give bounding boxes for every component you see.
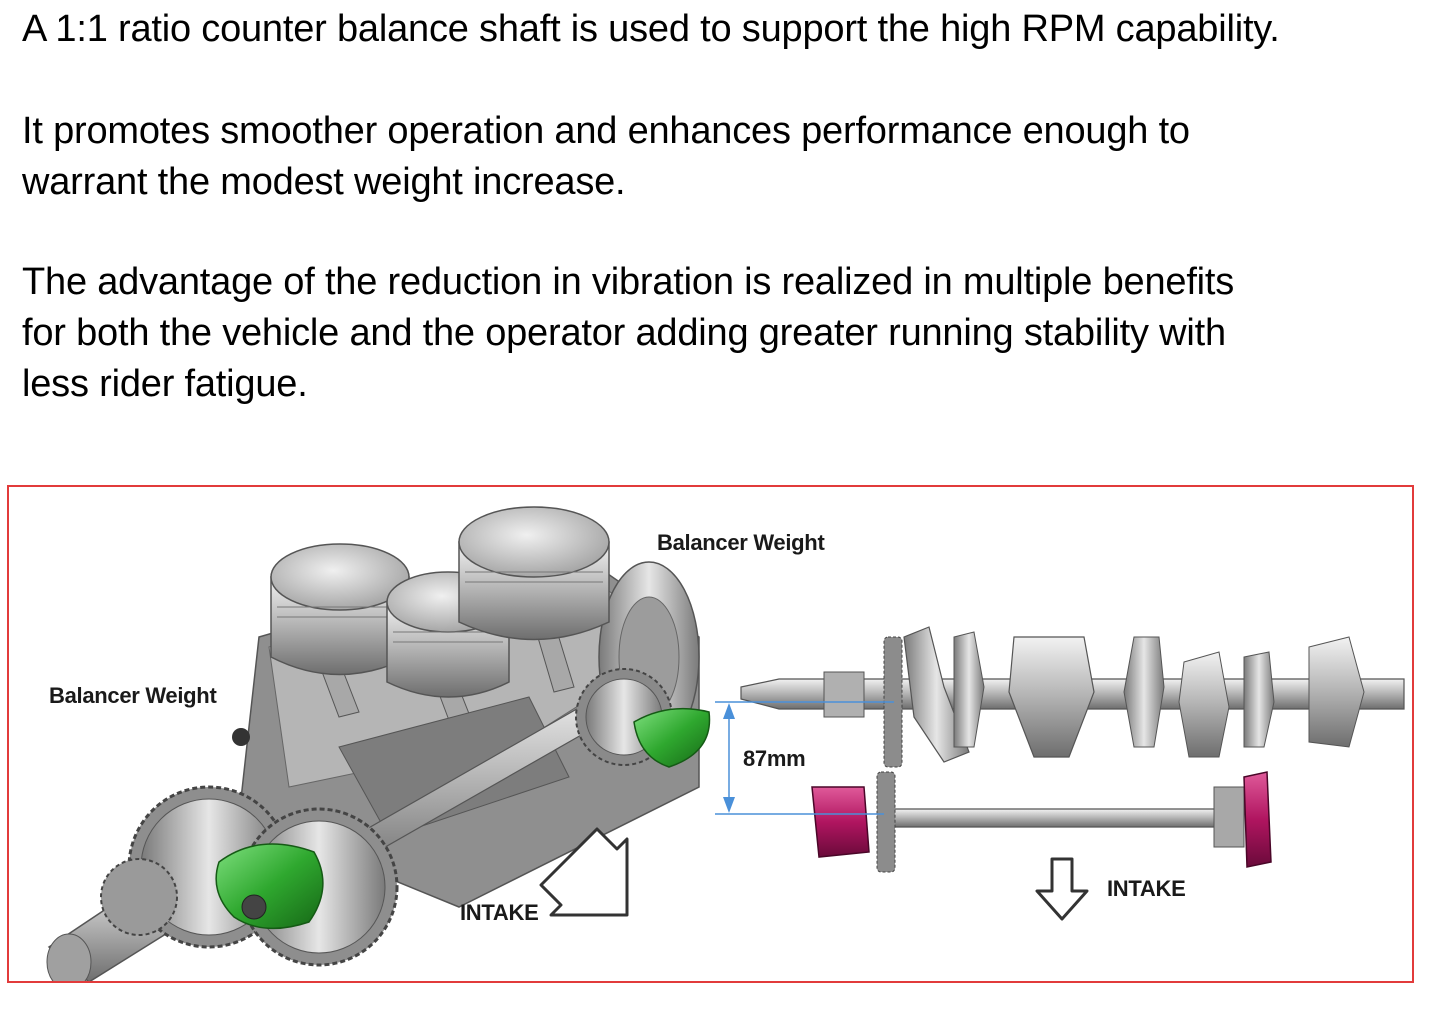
paragraph-1: A 1:1 ratio counter balance shaft is use… <box>22 4 1280 55</box>
engine-diagram-figure: Balancer Weight Balancer Weight 87mm INT… <box>7 485 1414 983</box>
balancer-weight-green <box>633 707 711 768</box>
paragraph-2: It promotes smoother operation and enhan… <box>22 106 1190 208</box>
balancer-weight-label-top: Balancer Weight <box>657 530 825 555</box>
intake-label-right: INTAKE <box>1107 876 1186 901</box>
piston <box>270 543 410 676</box>
piston <box>458 506 610 641</box>
dimension-indicator <box>715 701 894 815</box>
balancer-weight-green <box>215 843 324 930</box>
balancer-weight-label-left: Balancer Weight <box>49 683 217 708</box>
balancer-weight-magenta <box>1243 771 1272 868</box>
paragraph-line: It promotes smoother operation and enhan… <box>22 110 1190 152</box>
engine-illustration <box>46 506 1405 981</box>
paragraph-line: A 1:1 ratio counter balance shaft is use… <box>22 8 1280 50</box>
left-engine-assembly <box>46 506 711 981</box>
paragraph-3: The advantage of the reduction in vibrat… <box>22 257 1234 410</box>
intake-arrow-down-icon <box>1035 857 1089 921</box>
balancer-weight-magenta <box>811 786 870 858</box>
paragraph-line: for both the vehicle and the operator ad… <box>22 312 1226 354</box>
right-crankshaft-assembly <box>715 626 1405 873</box>
paragraph-line: warrant the modest weight increase. <box>22 161 626 203</box>
intake-label-left: INTAKE <box>460 900 539 925</box>
dimension-label: 87mm <box>743 746 806 771</box>
intake-arrow-diagonal-icon <box>539 827 629 917</box>
paragraph-line: less rider fatigue. <box>22 363 308 405</box>
paragraph-line: The advantage of the reduction in vibrat… <box>22 261 1235 303</box>
